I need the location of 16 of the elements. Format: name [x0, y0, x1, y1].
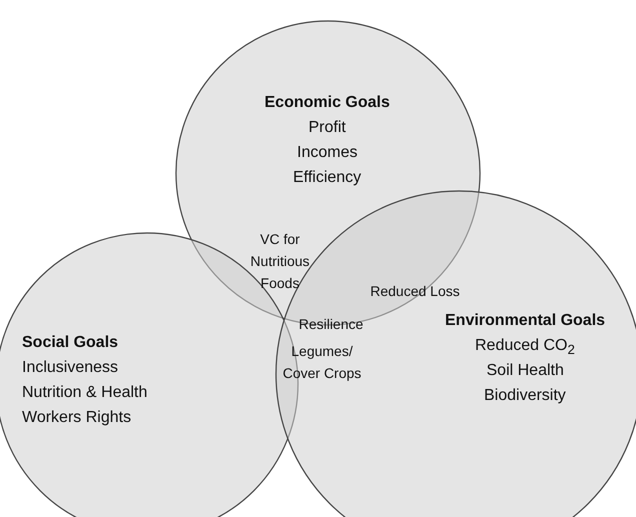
goal-heading: Social Goals — [22, 333, 118, 353]
goal-heading: Environmental Goals — [445, 311, 606, 331]
center-label: Resilience — [298, 315, 364, 334]
goal-item: Incomes — [297, 143, 358, 163]
overlap-label: Reduced Loss — [369, 282, 461, 301]
goal-item: Inclusiveness — [22, 358, 118, 378]
goal-heading: Economic Goals — [264, 93, 390, 113]
goal-item: Workers Rights — [22, 408, 132, 428]
goal-item: Biodiversity — [484, 386, 566, 406]
overlap-label: VC for Nutritious Foods — [249, 230, 311, 293]
overlap-label: Legumes/ Cover Crops — [282, 342, 362, 383]
goal-item: Soil Health — [486, 361, 564, 381]
goal-item: Reduced CO$_{2}$ — [475, 336, 575, 360]
goal-item: Efficiency — [293, 168, 362, 188]
goal-item: Profit — [308, 118, 346, 138]
goal-item: Nutrition & Health — [22, 383, 148, 403]
